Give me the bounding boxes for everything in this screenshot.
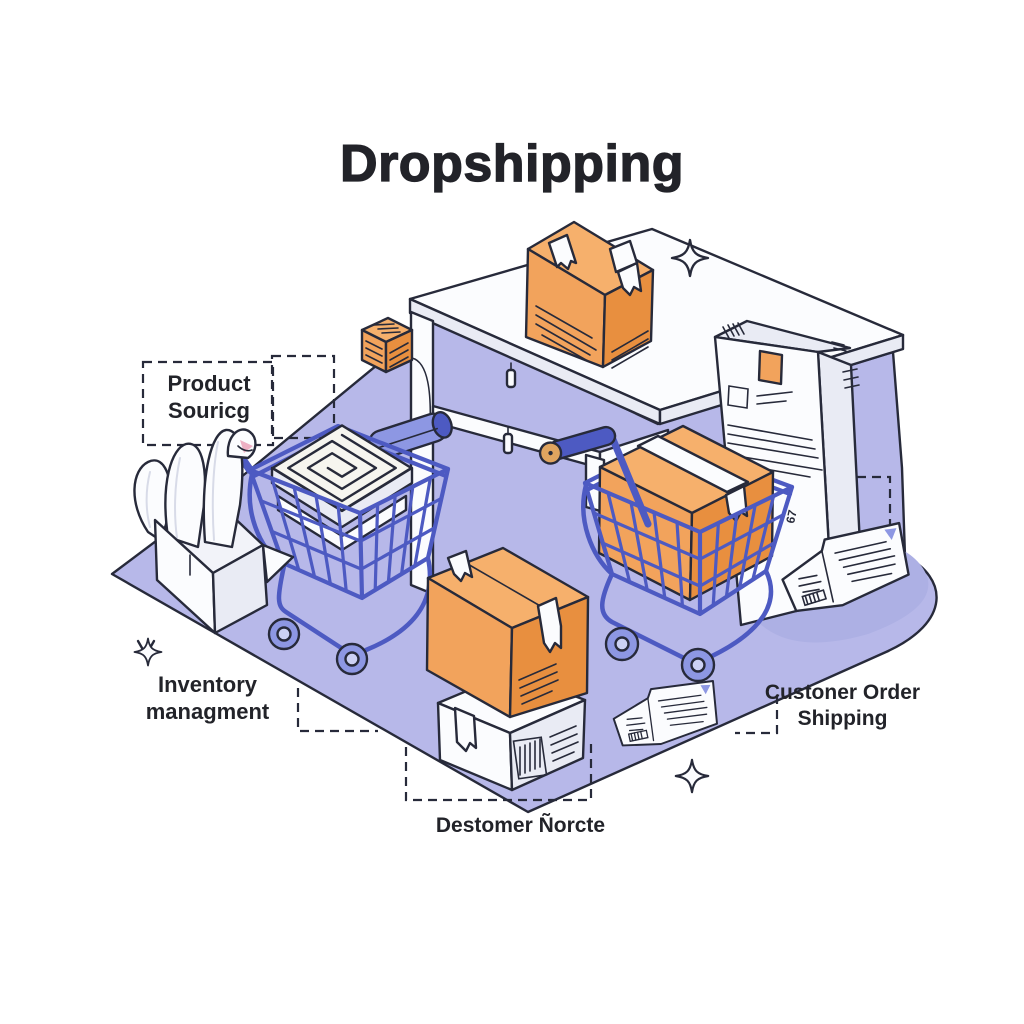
annotation-box-product-2: [270, 354, 336, 440]
orange-parcel: [425, 546, 590, 719]
product-bags-box: [133, 428, 295, 635]
product-bag: [133, 428, 244, 549]
mini-parcel: [360, 316, 432, 445]
table-latch: [505, 362, 517, 389]
sparkle-icon: [674, 758, 710, 794]
cart-wheel: [680, 647, 716, 683]
label-destination-note: Destomer Ñorcte: [435, 814, 606, 837]
cart-handle-roller: [538, 425, 617, 465]
label-product-sourcing: Product Souricg: [167, 371, 251, 423]
cart-wheel: [604, 626, 640, 662]
parcel-on-table: [524, 220, 655, 369]
right-cart: [538, 424, 795, 683]
parcel-stack: [425, 546, 590, 792]
envelope-corner-mark: 67: [783, 508, 800, 524]
label-inventory-management: Inventory managment: [145, 672, 270, 724]
cart-wheel: [267, 617, 301, 651]
annotation-corner-inventory: [296, 688, 378, 733]
page-title: Dropshipping: [339, 134, 684, 193]
table-latch: [502, 426, 514, 455]
annotation-corner-envelope: [842, 475, 892, 554]
label-customer-order-shipping: Custoner Order Shipping: [764, 681, 921, 730]
annotation-corner-customer: [735, 695, 779, 735]
handle-cover: [226, 428, 257, 460]
cart-wheel: [335, 642, 369, 676]
